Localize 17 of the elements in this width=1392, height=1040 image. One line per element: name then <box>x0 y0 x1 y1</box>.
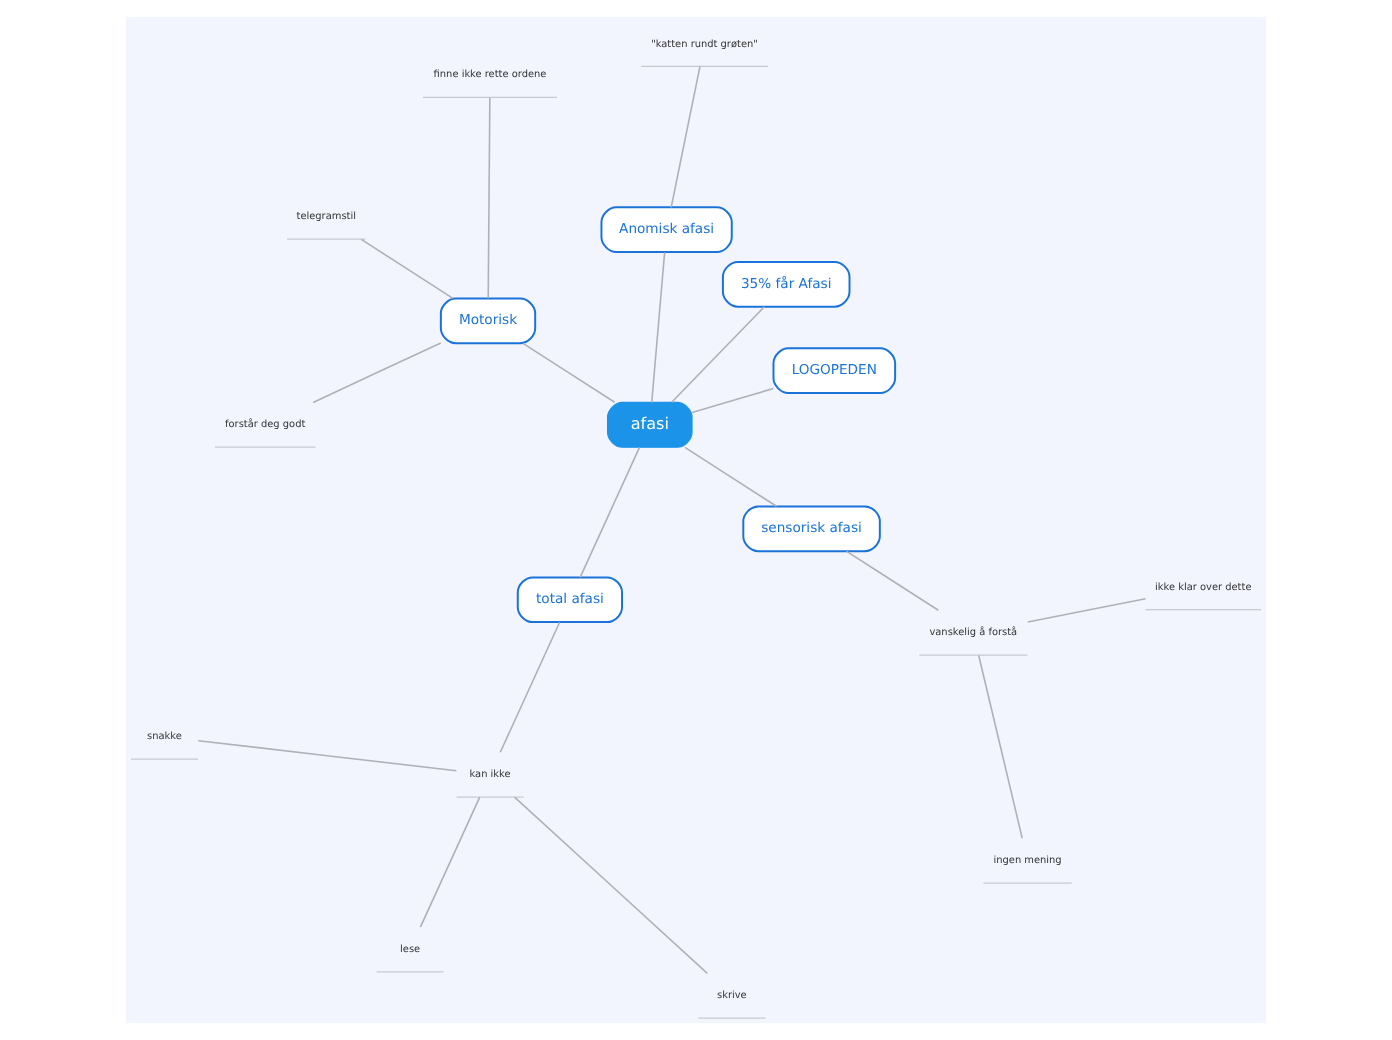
connector <box>670 306 766 404</box>
connector <box>845 550 940 612</box>
connector <box>312 342 442 404</box>
connector <box>419 796 481 928</box>
connector <box>977 654 1023 840</box>
connector <box>499 621 561 754</box>
connector <box>1027 597 1147 623</box>
connector <box>691 387 775 414</box>
connector <box>579 446 641 579</box>
connector <box>684 446 778 508</box>
connector <box>487 96 491 299</box>
connector <box>650 251 666 404</box>
connector <box>513 796 709 975</box>
connector <box>522 342 616 404</box>
connector <box>360 238 454 300</box>
connector <box>197 739 458 772</box>
connector <box>670 65 701 209</box>
